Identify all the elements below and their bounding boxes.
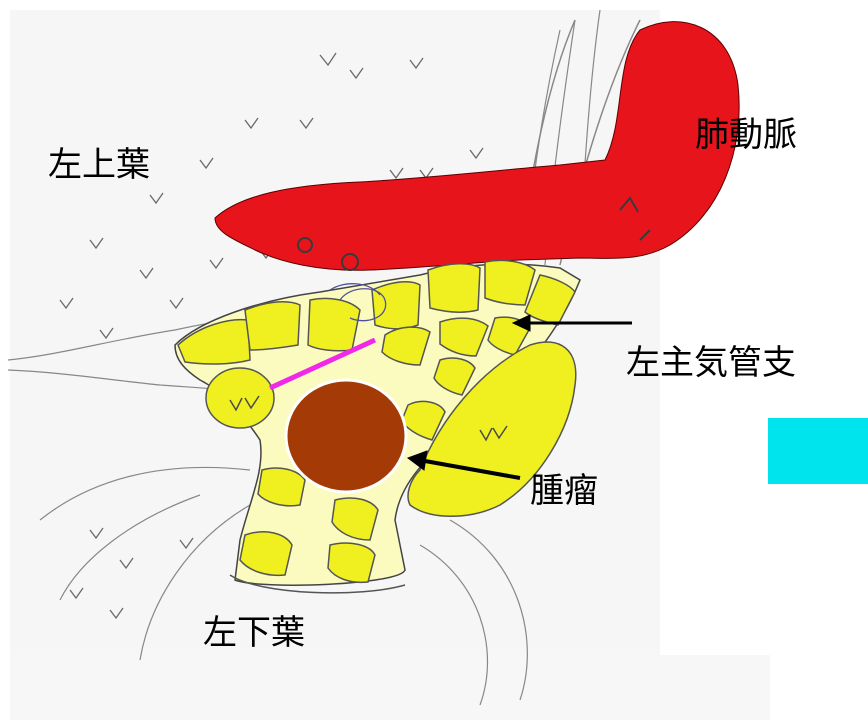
accent-box: [768, 418, 868, 484]
resection-line: [268, 337, 377, 391]
sketch-marks: [59, 52, 484, 620]
pointer-arrows: [406, 314, 632, 480]
label-left-main-bronchus: 左主気管支: [626, 343, 796, 383]
lower-white-area: [10, 655, 770, 720]
lymph-node-left: [205, 367, 275, 429]
tumor-arrowhead: [406, 450, 428, 471]
label-left-upper-lobe: 左上葉: [48, 145, 150, 185]
tumor: [284, 378, 408, 494]
bronchus-arrowhead: [511, 314, 531, 332]
upper-branch-sketch: [329, 283, 387, 322]
label-pulmonary-artery: 肺動脈: [695, 115, 797, 155]
label-tumor: 腫瘤: [530, 471, 598, 511]
node-marks: [229, 395, 508, 442]
artery-branch-marks: [297, 196, 651, 271]
label-left-lower-lobe: 左下葉: [203, 613, 305, 653]
tumor-arrow-line: [424, 459, 521, 480]
pulmonary-artery: [214, 21, 740, 271]
lower-lobe-bronchus-outline: [229, 574, 406, 594]
